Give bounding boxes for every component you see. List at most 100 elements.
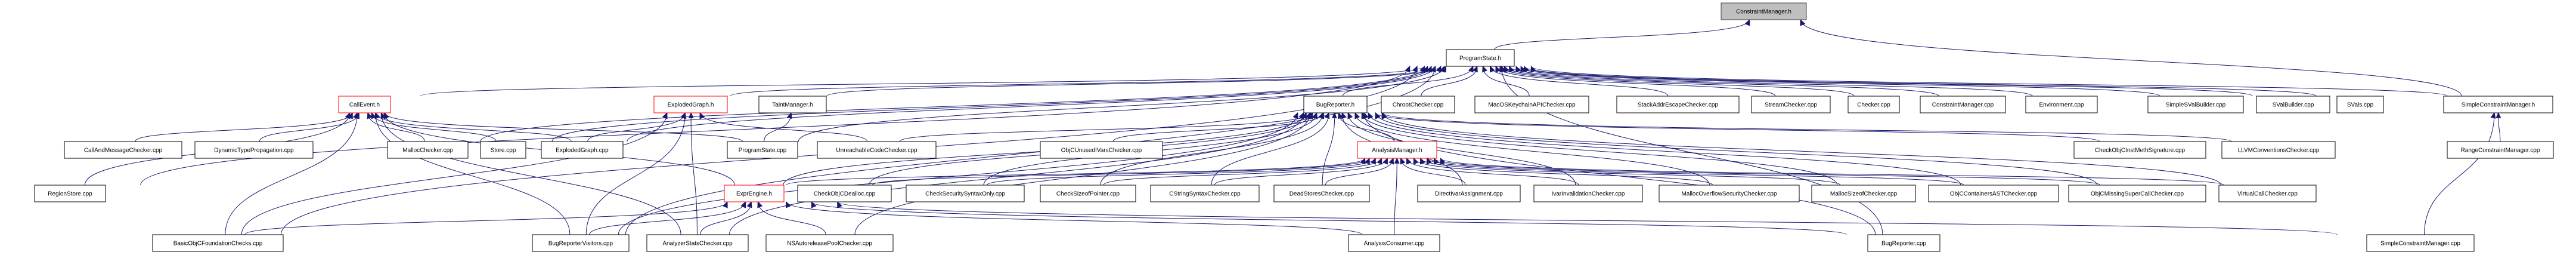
- graph-node-bugreportervisitors-cpp[interactable]: BugReporterVisitors.cpp: [532, 234, 630, 252]
- arrowhead-icon: [2490, 112, 2496, 119]
- graph-node-cstringsyntax-cpp[interactable]: CStringSyntaxChecker.cpp: [1150, 185, 1260, 202]
- graph-node-mallocoverflow-cpp[interactable]: MallocOverflowSecurityChecker.cpp: [1659, 185, 1800, 202]
- graph-node-dynamictypeprop-cpp[interactable]: DynamicTypePropagation.cpp: [194, 141, 314, 159]
- graph-node-environment-cpp[interactable]: Environment.cpp: [2025, 96, 2098, 113]
- graph-node-llvmconventions-cpp[interactable]: LLVMConventionsChecker.cpp: [2221, 141, 2336, 159]
- graph-node-rangeconstraintmanager-cpp[interactable]: RangeConstraintManager.cpp: [2447, 141, 2554, 159]
- graph-node-svals-cpp[interactable]: SVals.cpp: [2336, 96, 2384, 113]
- graph-node-mallocsizeof-cpp[interactable]: MallocSizeofChecker.cpp: [1811, 185, 1916, 202]
- graph-node-simplesvalbuilder-cpp[interactable]: SimpleSValBuilder.cpp: [2147, 96, 2244, 113]
- graph-node-programstate-cpp[interactable]: ProgramState.cpp: [727, 141, 798, 159]
- node-label: IvarInvalidationChecker.cpp: [1552, 191, 1625, 198]
- edge-bugreporter-cpp-to-programstate-h: [1501, 66, 1883, 235]
- graph-node-stackaddrescape-cpp[interactable]: StackAddrEscapeChecker.cpp: [1616, 96, 1740, 113]
- node-label: BugReporter.h: [1316, 102, 1355, 109]
- graph-node-callevent-h[interactable]: CallEvent.h: [338, 96, 391, 113]
- arrowhead-icon: [811, 201, 817, 208]
- graph-node-constraintmanager-cpp[interactable]: ConstraintManager.cpp: [1920, 96, 2006, 113]
- graph-node-analyzerstats-cpp[interactable]: AnalyzerStatsChecker.cpp: [646, 234, 749, 252]
- arrowhead-icon: [1800, 19, 1806, 26]
- arrowhead-icon: [1744, 19, 1750, 26]
- arrowhead-icon: [1363, 112, 1369, 119]
- node-label: CheckSecuritySyntaxOnly.cpp: [925, 191, 1005, 198]
- graph-node-virtualcall-cpp[interactable]: VirtualCallChecker.cpp: [2218, 185, 2317, 202]
- edge-callevent-h-to-programstate-h: [420, 66, 1425, 97]
- edge-programstate-cpp-to-callevent-h: [384, 112, 743, 142]
- edge-objccontainersast-cpp-to-analysismanager-h: [1427, 158, 1964, 186]
- graph-node-basicobjcfoundation-cpp[interactable]: BasicObjCFoundationChecks.cpp: [152, 234, 284, 252]
- graph-node-explodedgraph-h[interactable]: ExplodedGraph.h: [653, 96, 728, 113]
- edge-simpleconstraintmanager-h-to-programstate-h: [1530, 66, 2448, 97]
- node-label: TaintManager.h: [772, 102, 813, 109]
- graph-node-checksecuritysyntax-cpp[interactable]: CheckSecuritySyntaxOnly.cpp: [906, 185, 1025, 202]
- node-label: CallEvent.h: [349, 102, 380, 109]
- graph-node-callandmessage-cpp[interactable]: CallAndMessageChecker.cpp: [64, 141, 182, 159]
- graph-node-objcmissingsuper-cpp[interactable]: ObjCMissingSuperCallChecker.cpp: [2068, 185, 2206, 202]
- graph-node-nsautoreleasepool-cpp[interactable]: NSAutoreleasePoolChecker.cpp: [765, 234, 894, 252]
- edge-store-cpp-to-callevent-h: [371, 112, 497, 142]
- graph-node-objcunusedivars-cpp[interactable]: ObjCUnusedIVarsChecker.cpp: [1040, 141, 1163, 159]
- node-box: [1867, 234, 1940, 252]
- node-box: [64, 141, 182, 159]
- arrowhead-icon: [681, 112, 687, 119]
- graph-node-mallocchecker-cpp[interactable]: MallocChecker.cpp: [387, 141, 469, 159]
- graph-node-checker-cpp[interactable]: Checker.cpp: [1847, 96, 1900, 113]
- edge-explodedgraph-cpp-to-programstate-h: [627, 66, 1436, 142]
- node-box: [2025, 96, 2098, 113]
- node-label: SValBuilder.cpp: [2273, 102, 2314, 109]
- node-box: [646, 234, 749, 252]
- graph-node-constraintmanager-h[interactable]: ConstraintManager.h: [1721, 2, 1807, 20]
- graph-node-macoskeychain-cpp[interactable]: MacOSKeychainAPIChecker.cpp: [1474, 96, 1589, 113]
- graph-node-bugreporter-h[interactable]: BugReporter.h: [1303, 96, 1368, 113]
- node-box: [1721, 2, 1807, 20]
- node-label: Checker.cpp: [1857, 102, 1890, 109]
- graph-node-directivar-cpp[interactable]: DirectIvarAssignment.cpp: [1417, 185, 1521, 202]
- node-label: BugReporter.cpp: [1881, 241, 1926, 247]
- graph-node-programstate-h[interactable]: ProgramState.h: [1446, 49, 1515, 67]
- graph-node-ivarinvalidation-cpp[interactable]: IvarInvalidationChecker.cpp: [1533, 185, 1643, 202]
- edge-bugreportervisitors-cpp-to-exprengine-h: [589, 201, 746, 235]
- node-label: Environment.cpp: [2039, 102, 2084, 109]
- graph-node-analysismanager-h[interactable]: AnalysisManager.h: [1357, 141, 1437, 159]
- arrowhead-icon: [1422, 65, 1428, 73]
- node-label: BugReporterVisitors.cpp: [548, 241, 613, 247]
- edge-mallocchecker-cpp-to-callevent-h: [367, 112, 425, 142]
- node-box: [797, 185, 892, 202]
- arrowhead-icon: [746, 201, 752, 208]
- graph-node-svalbuilder-cpp[interactable]: SValBuilder.cpp: [2256, 96, 2330, 113]
- edge-mallocsizeof-cpp-to-analysismanager-h: [1420, 158, 1841, 186]
- graph-node-deadstores-cpp[interactable]: DeadStoresChecker.cpp: [1273, 185, 1370, 202]
- node-label: RegionStore.cpp: [48, 191, 92, 198]
- node-box: [906, 185, 1025, 202]
- graph-node-checkobjcinstmeth-cpp[interactable]: CheckObjCInstMethSignature.cpp: [2073, 141, 2206, 159]
- graph-node-taintmanager-h[interactable]: TaintManager.h: [758, 96, 827, 113]
- node-box: [653, 96, 728, 113]
- graph-node-bugreporter-cpp[interactable]: BugReporter.cpp: [1867, 234, 1940, 252]
- arrowhead-icon: [699, 112, 705, 119]
- graph-node-regionstore-cpp[interactable]: RegionStore.cpp: [34, 185, 106, 202]
- graph-node-checksizeofpointer-cpp[interactable]: CheckSizeofPointer.cpp: [1040, 185, 1136, 202]
- graph-node-streamchecker-cpp[interactable]: StreamChecker.cpp: [1751, 96, 1831, 113]
- node-label: ExprEngine.h: [736, 191, 772, 198]
- graph-node-chrootchecker-cpp[interactable]: ChrootChecker.cpp: [1381, 96, 1455, 113]
- edge-mallocchecker-cpp-to-programstate-h: [480, 66, 1428, 142]
- arrowhead-icon: [1298, 112, 1304, 119]
- arrowhead-icon: [1347, 112, 1353, 119]
- graph-node-simpleconstraintmanager-cpp[interactable]: SimpleConstraintManager.cpp: [2366, 234, 2475, 252]
- arrowhead-icon: [1433, 157, 1439, 165]
- graph-node-simpleconstraintmanager-h[interactable]: SimpleConstraintManager.h: [2443, 96, 2553, 113]
- graph-node-explodedgraph-cpp[interactable]: ExplodedGraph.cpp: [541, 141, 624, 159]
- graph-node-store-cpp[interactable]: Store.cpp: [480, 141, 526, 159]
- graph-node-analysisconsumer-cpp[interactable]: AnalysisConsumer.cpp: [1348, 234, 1440, 252]
- node-box: [387, 141, 469, 159]
- node-box: [1381, 96, 1455, 113]
- node-box: [1474, 96, 1589, 113]
- graph-node-checkobjcdealloc-cpp[interactable]: CheckObjCDealloc.cpp: [797, 185, 892, 202]
- graph-node-unreachablecode-cpp[interactable]: UnreachableCodeChecker.cpp: [817, 141, 937, 159]
- arrowhead-icon: [1377, 157, 1382, 165]
- arrowhead-icon: [1420, 157, 1425, 165]
- arrowhead-icon: [1364, 157, 1370, 165]
- graph-node-exprengine-h[interactable]: ExprEngine.h: [724, 185, 785, 202]
- graph-node-objccontainersast-cpp[interactable]: ObjCContainersASTChecker.cpp: [1928, 185, 2059, 202]
- node-label: StackAddrEscapeChecker.cpp: [1638, 102, 1719, 109]
